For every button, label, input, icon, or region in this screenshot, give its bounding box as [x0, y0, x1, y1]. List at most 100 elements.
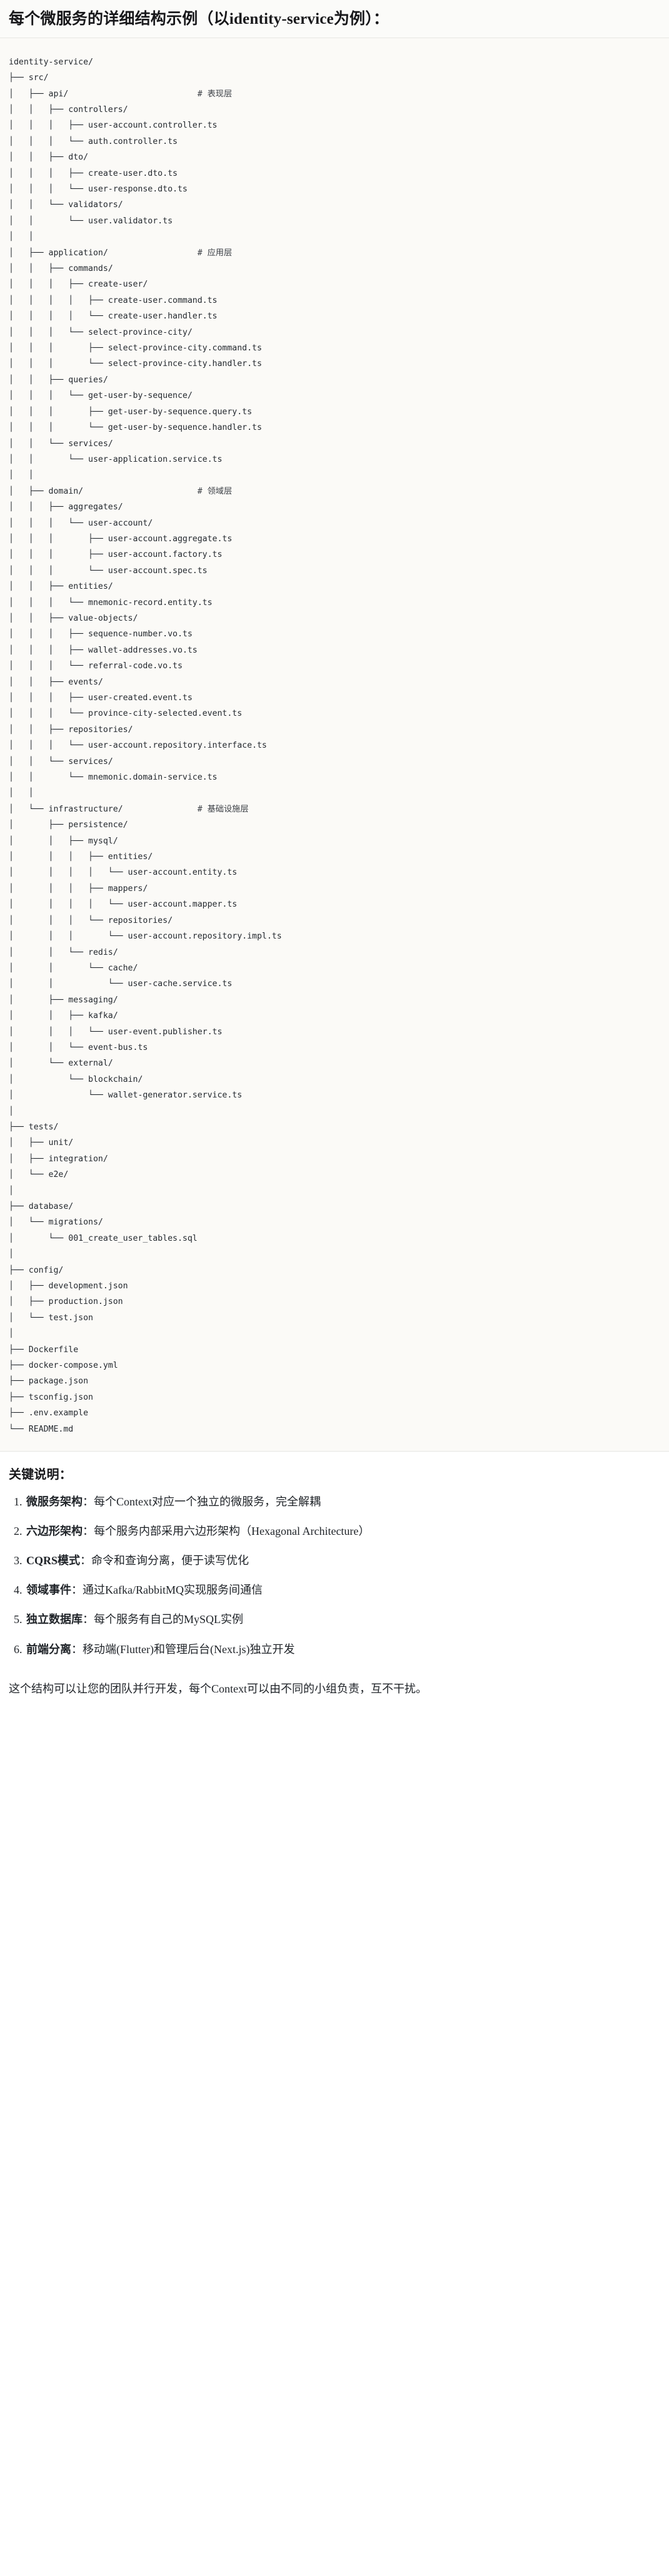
tree-line: │ │ │ └── referral-code.vo.ts [9, 661, 183, 671]
tree-line: │ ├── application/ # 应用层 [9, 248, 232, 258]
tree-line: │ │ [9, 788, 34, 798]
tree-node-label: │ │ │ └── select-province-city.handler.t… [9, 359, 262, 369]
tree-node-label: │ ├── persistence/ [9, 820, 128, 830]
directory-tree: identity-service/ ├── src/ │ ├── api/ # … [9, 54, 660, 1437]
tree-line: │ │ ├── aggregates/ [9, 502, 123, 512]
key-point-separator: ： [83, 1495, 94, 1509]
tree-line: │ ├── api/ # 表现层 [9, 89, 232, 99]
tree-line: │ │ └── user-application.service.ts [9, 455, 222, 464]
tree-node-label: │ │ └── services/ [9, 439, 113, 449]
tree-node-label: │ │ │ │ └── user-account.mapper.ts [9, 900, 238, 910]
key-point-term: 微服务架构 [26, 1495, 83, 1509]
tree-node-label: │ │ └── validators/ [9, 200, 123, 210]
tree-node-label: │ │ │ ├── entities/ [9, 852, 153, 862]
tree-line: │ │ │ └── user-event.publisher.ts [9, 1027, 222, 1037]
tree-line: │ │ ├── queries/ [9, 375, 108, 385]
tree-node-label: │ ├── development.json [9, 1281, 128, 1291]
tree-line: │ │ │ ├── get-user-by-sequence.query.ts [9, 407, 252, 417]
tree-line: ├── .env.example [9, 1408, 88, 1418]
tree-node-label: │ │ └── user-application.service.ts [9, 454, 223, 464]
key-point-term: 前端分离 [26, 1642, 71, 1656]
tree-node-label: │ │ │ └── get-user-by-sequence.handler.t… [9, 423, 262, 433]
tree-line: │ │ │ └── repositories/ [9, 916, 173, 925]
tree-line: │ │ └── validators/ [9, 200, 123, 210]
key-point-description: 移动端(Flutter)和管理后台(Next.js)独立开发 [83, 1642, 295, 1656]
tree-line: │ ├── messaging/ [9, 995, 118, 1005]
tree-line: └── README.md [9, 1425, 73, 1434]
key-points-section: 关键说明： 微服务架构：每个Context对应一个独立的微服务，完全解耦六边形架… [0, 1452, 669, 1676]
tree-line: │ │ [9, 471, 34, 480]
tree-node-label: │ │ ├── controllers/ [9, 104, 128, 115]
key-point-separator: ： [71, 1584, 83, 1597]
tree-node-label: │ ├── unit/ [9, 1138, 74, 1148]
tree-line: │ │ ├── dto/ [9, 153, 88, 162]
tree-line: │ │ └── cache/ [9, 964, 138, 973]
tree-node-label: │ └── 001_create_user_tables.sql [9, 1233, 198, 1243]
tree-node-label: │ │ [9, 788, 34, 798]
tree-node-label: │ │ │ ├── user-account.factory.ts [9, 550, 223, 560]
tree-line: │ │ ├── events/ [9, 678, 103, 687]
tree-line: │ │ └── event-bus.ts [9, 1043, 148, 1052]
tree-line: │ │ └── services/ [9, 757, 113, 766]
tree-line: │ [9, 1250, 14, 1259]
tree-node-label: │ │ │ ├── user-account.aggregate.ts [9, 534, 233, 544]
tree-line: ├── config/ [9, 1266, 63, 1275]
tree-line: │ │ │ ├── entities/ [9, 852, 153, 862]
key-point-item: 独立数据库：每个服务有自己的MySQL实例 [25, 1611, 660, 1627]
tree-line: │ │ └── user-cache.service.ts [9, 979, 232, 989]
tree-node-label: │ ├── integration/ [9, 1154, 108, 1164]
tree-node-label: │ │ │ └── auth.controller.ts [9, 136, 178, 146]
tree-node-label: │ [9, 1106, 14, 1116]
tree-node-label: │ │ │ └── user-event.publisher.ts [9, 1027, 223, 1037]
tree-node-label: │ │ │ ├── wallet-addresses.vo.ts [9, 645, 198, 655]
tree-line: │ ├── domain/ # 领域层 [9, 487, 232, 496]
tree-line: ├── package.json [9, 1377, 88, 1386]
tree-node-label: │ │ │ ├── user-account.controller.ts [9, 121, 218, 131]
tree-node-label: └── README.md [9, 1424, 74, 1434]
tree-node-label: │ │ │ ├── sequence-number.vo.ts [9, 629, 193, 639]
tree-line: │ │ │ ├── user-created.event.ts [9, 693, 193, 703]
tree-node-label: │ ├── api/ [9, 89, 69, 99]
tree-node-label: ├── config/ [9, 1265, 64, 1275]
tree-node-label: │ │ ├── repositories/ [9, 725, 133, 735]
tree-node-label: │ │ ├── kafka/ [9, 1011, 118, 1021]
tree-node-label: │ │ │ └── referral-code.vo.ts [9, 661, 183, 671]
tree-line: │ └── migrations/ [9, 1218, 103, 1227]
tree-line: │ │ │ └── user-account/ [9, 519, 153, 528]
tree-node-label: │ └── test.json [9, 1313, 93, 1323]
tree-line: │ │ │ ├── user-account.factory.ts [9, 550, 222, 559]
tree-line: │ └── external/ [9, 1059, 113, 1068]
tree-node-label: │ │ ├── value-objects/ [9, 613, 138, 623]
tree-node-label: ├── database/ [9, 1202, 74, 1211]
key-point-item: 六边形架构：每个服务内部采用六边形架构（Hexagonal Architectu… [25, 1523, 660, 1539]
tree-line: │ ├── integration/ [9, 1154, 108, 1164]
tree-layer-comment: # 基础设施层 [197, 804, 249, 814]
key-point-term: CQRS模式 [26, 1554, 81, 1567]
tree-node-label: │ └── external/ [9, 1059, 113, 1069]
tree-line: │ │ │ └── get-user-by-sequence.handler.t… [9, 423, 262, 432]
tree-line: ├── src/ [9, 73, 49, 83]
key-point-description: 每个服务内部采用六边形架构（Hexagonal Architecture） [94, 1525, 370, 1538]
tree-line: │ └── blockchain/ [9, 1075, 143, 1084]
tree-node-label: │ [9, 1250, 14, 1260]
tree-line: │ [9, 1329, 14, 1338]
tree-node-label: │ │ │ └── mnemonic-record.entity.ts [9, 598, 213, 608]
tree-line: │ │ ├── controllers/ [9, 105, 128, 115]
tree-node-label: │ │ │ └── user-response.dto.ts [9, 185, 188, 194]
directory-tree-block: identity-service/ ├── src/ │ ├── api/ # … [0, 38, 669, 1452]
tree-node-label: │ │ │ │ ├── create-user.command.ts [9, 295, 218, 305]
tree-line: │ ├── unit/ [9, 1138, 73, 1148]
page-title: 每个微服务的详细结构示例（以identity-service为例）： [0, 0, 669, 38]
key-point-description: 每个服务有自己的MySQL实例 [94, 1613, 244, 1626]
tree-node-label: ├── docker-compose.yml [9, 1361, 118, 1371]
tree-line: │ │ ├── entities/ [9, 582, 113, 591]
key-point-item: 前端分离：移动端(Flutter)和管理后台(Next.js)独立开发 [25, 1641, 660, 1657]
tree-node-label: │ │ ├── mysql/ [9, 836, 118, 846]
tree-node-label: │ │ │ │ └── create-user.handler.ts [9, 312, 218, 322]
tree-node-label: │ │ └── event-bus.ts [9, 1042, 148, 1052]
tree-node-label: │ │ │ ├── user-created.event.ts [9, 693, 193, 703]
key-point-item: CQRS模式：命令和查询分离，便于读写优化 [25, 1552, 660, 1569]
tree-line: │ │ │ └── get-user-by-sequence/ [9, 391, 193, 400]
key-point-description: 命令和查询分离，便于读写优化 [91, 1554, 249, 1567]
tree-line: │ │ │ ├── select-province-city.command.t… [9, 344, 262, 353]
